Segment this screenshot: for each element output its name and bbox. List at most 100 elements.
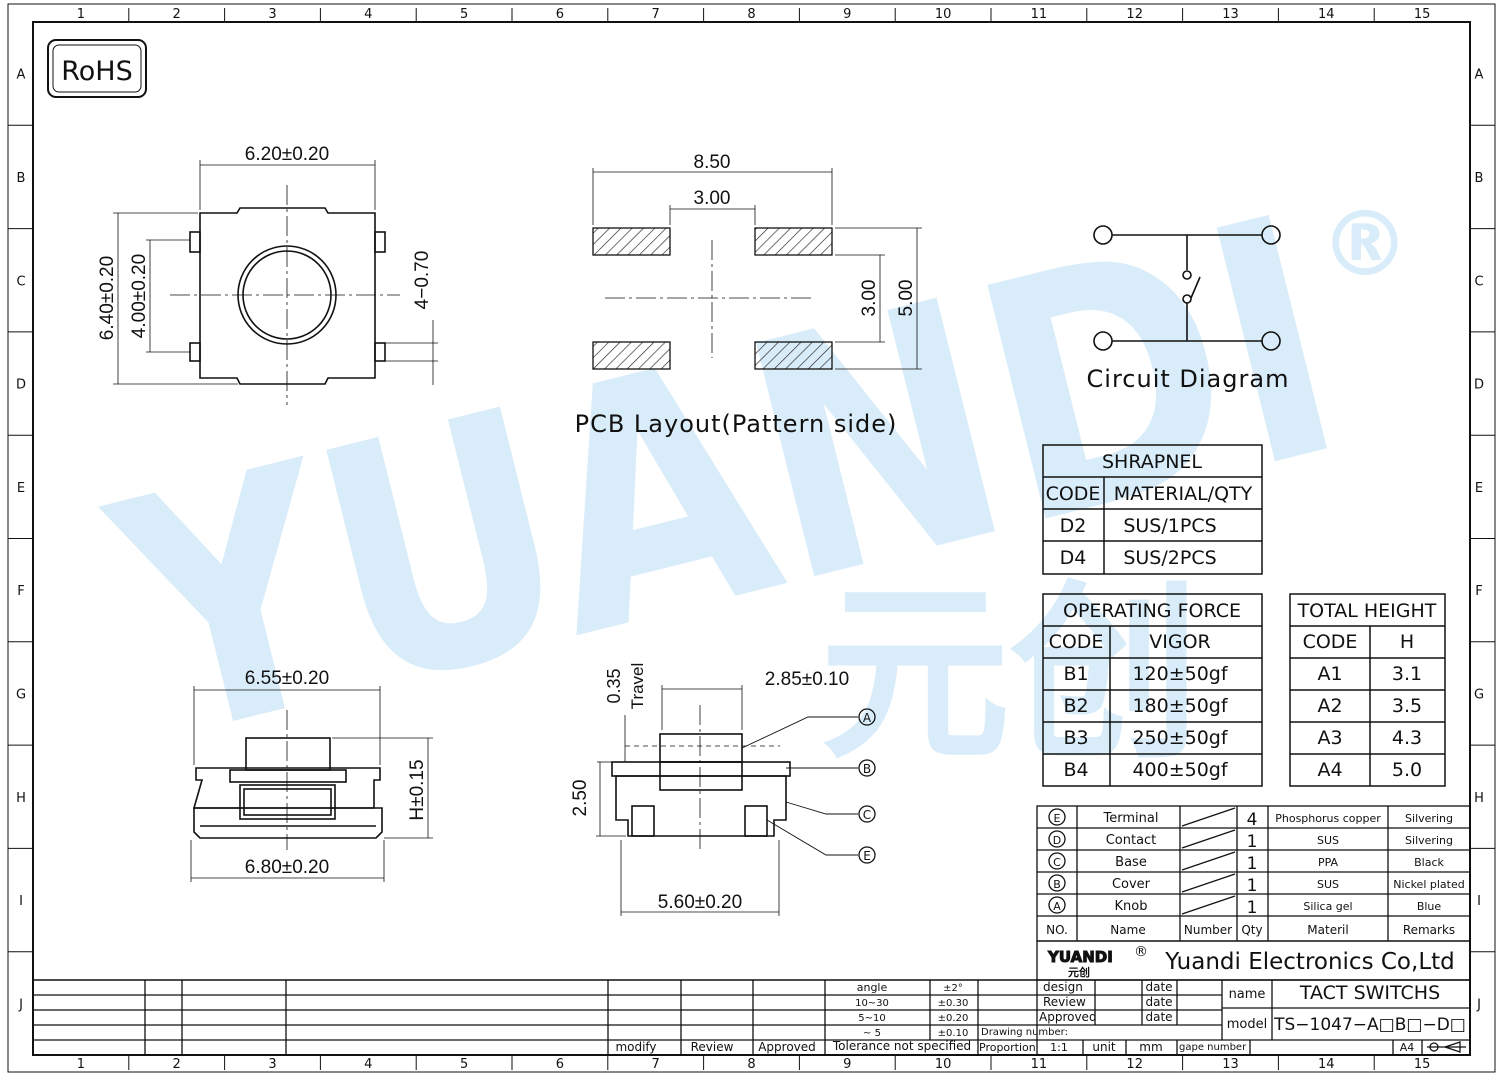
front-bottom-dim: 6.80±0.20: [245, 857, 329, 878]
title-model-value: TS−1047−A□B□−D□: [1273, 1015, 1466, 1035]
title-name-label: name: [1229, 987, 1266, 1002]
zone-number: 2: [173, 7, 181, 22]
zone-number: 1: [77, 7, 85, 22]
pcb-layout: [592, 168, 922, 370]
zone-number: 8: [747, 7, 755, 22]
title-review-label: Review: [1043, 995, 1086, 1009]
zone-number: 6: [556, 1057, 564, 1072]
height-code: A2: [1317, 695, 1342, 717]
side-view: [596, 685, 858, 916]
title-block-logo: YUANDI 元创 ®: [1047, 944, 1149, 979]
drawing-number-label: Drawing number:: [981, 1027, 1068, 1038]
zone-number: 8: [747, 1057, 755, 1072]
shrapnel-code: D4: [1060, 547, 1087, 569]
height-table: [1289, 593, 1446, 787]
pcb-pitch-height: 3.00: [859, 280, 880, 317]
force-code: B4: [1063, 759, 1088, 781]
watermark-registered: ®: [1320, 192, 1410, 297]
sheet-size: A4: [1400, 1041, 1415, 1054]
zone-letter: B: [1475, 171, 1484, 186]
pcb-overall-width: 8.50: [694, 152, 731, 173]
zone-letter: C: [1474, 274, 1483, 289]
zone-letter: A: [1475, 68, 1484, 83]
zone-letter: A: [17, 68, 26, 83]
zone-number: 5: [460, 7, 468, 22]
zone-letter: I: [19, 894, 23, 909]
side-base-width: 5.60±0.20: [658, 892, 742, 913]
force-value: 180±50gf: [1132, 695, 1228, 717]
revision-review: Review: [691, 1040, 734, 1054]
force-code: B3: [1063, 727, 1088, 749]
title-name-value: TACT SWITCHS: [1299, 982, 1440, 1004]
bom-name: Terminal: [1103, 811, 1159, 826]
zone-number: 7: [652, 1057, 660, 1072]
height-value: 5.0: [1392, 759, 1422, 781]
tolerance-label: ~ 5: [863, 1028, 881, 1039]
bom-remarks: Black: [1414, 856, 1444, 869]
zone-letter: C: [16, 274, 25, 289]
title-logo-reg: ®: [1134, 944, 1148, 960]
circuit-title: Circuit Diagram: [1087, 365, 1290, 393]
zone-letter: E: [17, 481, 25, 496]
force-value: 400±50gf: [1132, 759, 1228, 781]
bom-header-name: Name: [1110, 923, 1145, 937]
bom-remarks: Silvering: [1405, 834, 1453, 847]
bom-qty: 1: [1247, 876, 1258, 896]
bom-no: B: [1053, 878, 1061, 891]
bom-qty: 4: [1247, 810, 1258, 830]
front-view: [190, 686, 433, 882]
side-travel-dim: 0.35: [604, 668, 624, 703]
zone-letter: G: [16, 687, 26, 702]
height-code: A4: [1317, 759, 1342, 781]
proportion-label: Proportion: [979, 1041, 1036, 1054]
bom-name: Contact: [1106, 833, 1157, 848]
tolerance-label: 5~10: [858, 1013, 885, 1024]
shrapnel-header-material: MATERIAL/QTY: [1114, 483, 1253, 505]
title-logo-cn: 元创: [1068, 965, 1090, 979]
force-title: OPERATING FORCE: [1063, 600, 1241, 622]
zone-number: 1: [77, 1057, 85, 1072]
title-date-label: date: [1145, 980, 1172, 994]
height-value: 3.5: [1392, 695, 1422, 717]
zone-number: 3: [268, 7, 276, 22]
zone-number: 6: [556, 7, 564, 22]
revision-modify: modify: [615, 1040, 656, 1054]
zone-number: 11: [1031, 7, 1048, 22]
zone-letter: D: [16, 378, 26, 393]
bom-material: SUS: [1317, 878, 1339, 891]
height-value: 3.1: [1392, 663, 1422, 685]
zone-number: 14: [1318, 1057, 1335, 1072]
front-top-dim: 6.55±0.20: [245, 668, 329, 689]
bom-qty: 1: [1247, 854, 1258, 874]
bom-material: Phosphorus copper: [1275, 812, 1381, 825]
zone-number: 15: [1414, 7, 1431, 22]
zone-letter: G: [1474, 687, 1484, 702]
bom-header-no: NO.: [1046, 923, 1068, 937]
side-travel-label: Travel: [628, 663, 647, 710]
tolerance-value: ±0.10: [938, 1028, 969, 1039]
pcb-layout-title: PCB Layout(Pattern side): [575, 410, 898, 438]
zone-letter: I: [1477, 894, 1481, 909]
bom-header-material: Materil: [1307, 923, 1348, 937]
bom-header-qty: Qty: [1241, 923, 1262, 937]
zone-number: 3: [268, 1057, 276, 1072]
shrapnel-material: SUS/1PCS: [1123, 515, 1216, 537]
height-code: A1: [1317, 663, 1342, 685]
bom-no: D: [1053, 834, 1061, 847]
zone-number: 13: [1222, 1057, 1239, 1072]
zone-letter: E: [1475, 481, 1483, 496]
shrapnel-header-code: CODE: [1046, 483, 1101, 505]
height-title: TOTAL HEIGHT: [1297, 600, 1437, 622]
bom-remarks: Blue: [1417, 900, 1442, 913]
bom-no: E: [1054, 812, 1061, 825]
zone-letter: F: [17, 584, 24, 599]
zone-number: 2: [173, 1057, 181, 1072]
callout-label: E: [863, 849, 871, 863]
rohs-label: RoHS: [61, 56, 133, 87]
tolerance-value: ±0.30: [938, 998, 969, 1009]
top-width-dim: 6.20±0.20: [245, 144, 329, 165]
shrapnel-material: SUS/2PCS: [1123, 547, 1216, 569]
side-body-height: 2.50: [570, 780, 591, 817]
